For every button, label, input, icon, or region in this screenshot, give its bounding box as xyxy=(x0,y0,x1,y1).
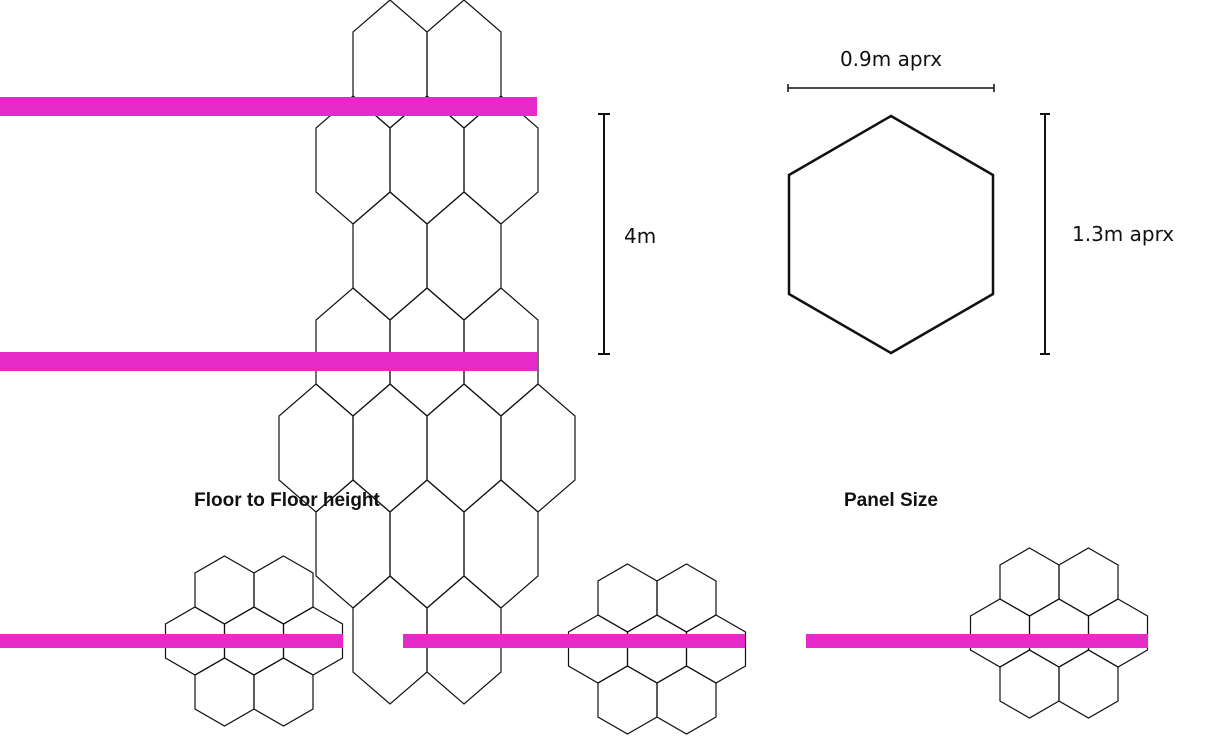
floor-to-floor-caption: Floor to Floor height xyxy=(194,490,380,511)
cluster-hexagon xyxy=(1087,598,1149,668)
floor-slab xyxy=(403,634,745,648)
cluster-hexagon xyxy=(194,657,255,727)
panel-width-label: 0.9m aprx xyxy=(840,47,942,71)
cluster-hexagon xyxy=(656,665,717,735)
tower-hexagon xyxy=(426,383,502,513)
cluster-hexagon xyxy=(1058,649,1119,719)
panel-size-caption: Panel Size xyxy=(844,490,938,511)
hexagon-cluster-1 xyxy=(0,555,344,727)
single-panel-hexagon xyxy=(787,114,995,355)
tower-hexagon xyxy=(463,479,539,609)
tower-hexagon xyxy=(426,191,502,321)
cluster-hexagon xyxy=(253,555,314,625)
floor-slab-lower xyxy=(0,352,537,371)
floor-slab xyxy=(806,634,1148,648)
cluster-hexagon xyxy=(626,614,688,684)
cluster-hexagon xyxy=(999,649,1060,719)
hexagon-cluster-3 xyxy=(806,547,1149,719)
panel-height-label: 1.3m aprx xyxy=(1072,222,1174,246)
cluster-hexagon xyxy=(567,614,629,684)
cluster-hexagon xyxy=(656,563,717,633)
height-label: 4m xyxy=(624,224,656,248)
cluster-hexagon xyxy=(597,563,658,633)
tower-hexagon xyxy=(352,191,428,321)
floor-slab-upper xyxy=(0,97,537,116)
cluster-hexagon xyxy=(597,665,658,735)
hexagon-tower xyxy=(0,0,576,705)
cluster-hexagon xyxy=(1028,598,1090,668)
cluster-hexagon xyxy=(999,547,1060,617)
tower-hexagon xyxy=(426,575,502,705)
tower-hexagon xyxy=(389,479,465,609)
height-dimension xyxy=(598,113,610,355)
hexagon-cluster-2 xyxy=(403,563,747,735)
cluster-hexagon xyxy=(194,555,255,625)
cluster-hexagon xyxy=(969,598,1031,668)
cluster-hexagon xyxy=(685,614,747,684)
panel-height-dimension xyxy=(1040,113,1050,355)
cluster-hexagon xyxy=(253,657,314,727)
cluster-hexagon xyxy=(1058,547,1119,617)
tower-hexagon xyxy=(500,383,576,513)
panel-width-dimension xyxy=(787,84,995,92)
floor-slab xyxy=(0,634,343,648)
